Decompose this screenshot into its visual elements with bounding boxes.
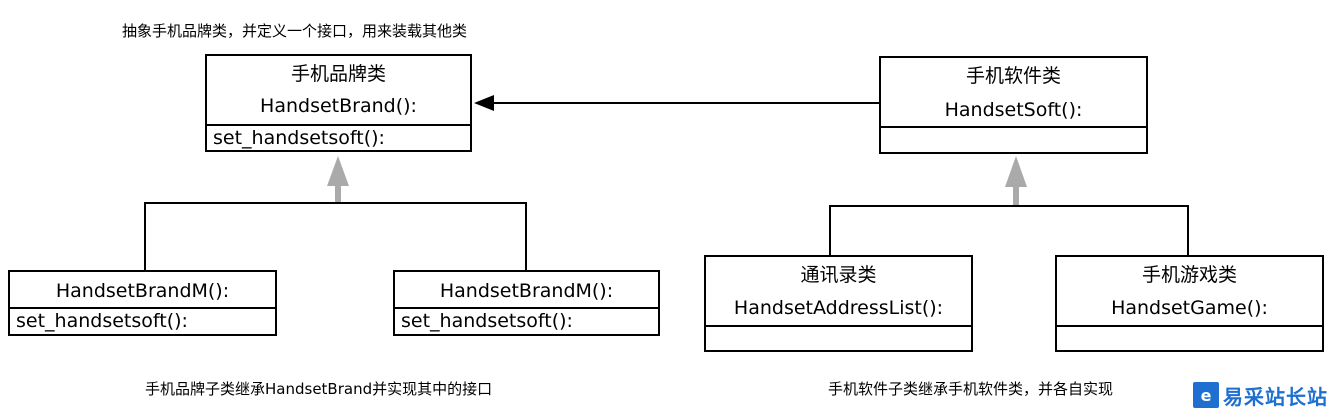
class-name: HandsetBrandM(): — [439, 280, 614, 302]
class-title: 手机游戏类 — [1141, 264, 1237, 286]
class-box-soft-base: 手机软件类 HandsetSoft(): — [879, 56, 1148, 154]
class-name: HandsetGame(): — [1111, 297, 1268, 319]
class-title: 手机软件类 — [965, 65, 1061, 87]
class-name: HandsetBrand(): — [260, 95, 417, 117]
class-divider — [706, 325, 971, 327]
class-method: set_handsetsoft(): — [16, 310, 188, 332]
class-method: set_handsetsoft(): — [401, 310, 573, 332]
class-title: 手机品牌类 — [290, 63, 386, 85]
class-name: HandsetAddressList(): — [733, 297, 944, 319]
class-method: set_handsetsoft(): — [213, 127, 385, 149]
watermark: e 易采站长站 — [1189, 380, 1332, 410]
note-bottom-right: 手机软件子类继承手机软件类，并各自实现 — [828, 380, 1114, 398]
class-divider — [395, 307, 658, 309]
class-divider — [10, 307, 275, 309]
watermark-text: 易采站长站 — [1223, 384, 1328, 409]
class-title: 通讯录类 — [800, 264, 877, 286]
class-divider — [881, 126, 1146, 128]
soft-inherit-arrowhead — [1005, 156, 1027, 187]
class-box-brand-base: 手机品牌类 HandsetBrand(): set_handsetsoft(): — [205, 54, 472, 152]
class-divider — [207, 124, 470, 126]
class-box-brand-m-right: HandsetBrandM(): set_handsetsoft(): — [393, 270, 660, 336]
class-box-game: 手机游戏类 HandsetGame(): — [1055, 255, 1324, 352]
note-top: 抽象手机品牌类，并定义一个接口，用来装载其他类 — [122, 22, 468, 40]
class-divider — [1057, 325, 1322, 327]
watermark-logo-icon: e — [1193, 382, 1219, 408]
class-name: HandsetSoft(): — [944, 99, 1083, 121]
brand-inherit-arrowhead — [327, 156, 349, 186]
class-box-brand-m-left: HandsetBrandM(): set_handsetsoft(): — [8, 270, 277, 336]
class-name: HandsetBrandM(): — [55, 280, 230, 302]
class-box-address-list: 通讯录类 HandsetAddressList(): — [704, 255, 973, 352]
association-arrowhead — [474, 95, 494, 111]
note-bottom-left: 手机品牌子类继承HandsetBrand并实现其中的接口 — [145, 380, 493, 398]
